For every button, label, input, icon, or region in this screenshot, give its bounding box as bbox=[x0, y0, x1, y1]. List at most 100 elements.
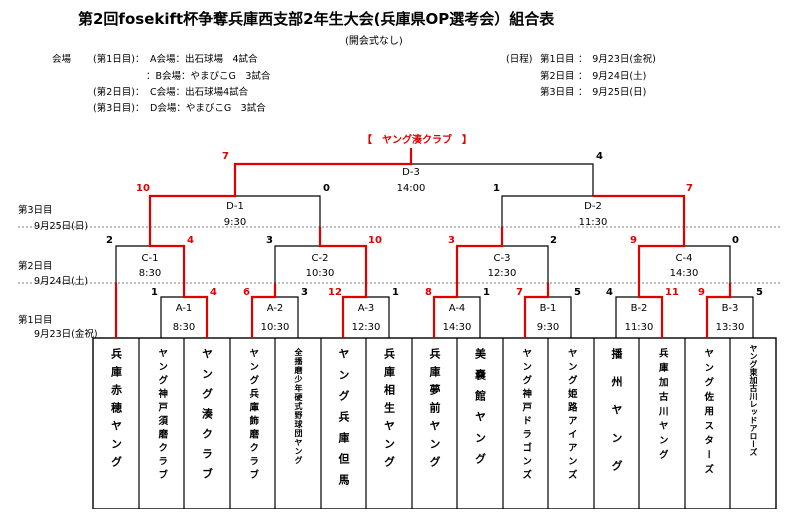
day3-date: 9月25日(日) bbox=[34, 221, 89, 232]
team-name-11: ヤング姫路アイアンズ bbox=[565, 348, 577, 483]
venue-text-3: C会場：出石球場4試合 bbox=[150, 87, 249, 98]
score-c4-right: 0 bbox=[732, 235, 739, 246]
schedule-day-3: 第3日目 bbox=[540, 87, 575, 98]
schedule-day-2: 第2日目 bbox=[540, 71, 575, 82]
day2-label: 第2日目 bbox=[18, 261, 53, 272]
score-c1-left: 2 bbox=[106, 235, 113, 246]
team-cell-7: 兵庫相生ヤング bbox=[366, 338, 412, 519]
match-code-a3: A-3 bbox=[357, 303, 375, 314]
score-d1-left: 10 bbox=[136, 183, 150, 194]
match-code-b3: B-3 bbox=[721, 303, 739, 314]
match-code-c1: C-1 bbox=[141, 253, 159, 264]
match-time-b2: 11:30 bbox=[624, 322, 654, 333]
score-b1-right: 5 bbox=[574, 287, 581, 298]
match-time-c4: 14:30 bbox=[669, 268, 699, 279]
team-cell-9: 美嚢館ヤング bbox=[457, 338, 503, 519]
team-name-7: 兵庫相生ヤング bbox=[382, 348, 396, 474]
team-cell-10: ヤング神戸ドラゴンズ bbox=[503, 338, 548, 519]
team-cell-1: 兵庫赤穂ヤング bbox=[93, 338, 139, 519]
match-time-c1: 8:30 bbox=[138, 268, 162, 279]
match-code-a2: A-2 bbox=[266, 303, 284, 314]
score-c2-right: 10 bbox=[368, 235, 382, 246]
match-code-c2: C-2 bbox=[311, 253, 329, 264]
match-time-a2: 10:30 bbox=[260, 322, 290, 333]
score-d3-right: 4 bbox=[596, 151, 603, 162]
venue-day-1: (第1日目)： bbox=[93, 54, 145, 65]
venue-day-3: (第2日目)： bbox=[93, 87, 145, 98]
match-code-d2: D-2 bbox=[584, 201, 602, 212]
team-name-2: ヤング神戸須磨クラブ bbox=[156, 348, 168, 483]
schedule-day-1: 第1日目 bbox=[540, 54, 575, 65]
team-name-14: ヤング佐用スターズ bbox=[702, 348, 714, 479]
team-cell-5: 全播磨少年硬式野球団ヤング bbox=[275, 338, 321, 519]
score-a1-left: 1 bbox=[151, 287, 158, 298]
score-b2-right: 11 bbox=[665, 287, 679, 298]
team-name-10: ヤング神戸ドラゴンズ bbox=[520, 348, 532, 483]
team-name-9: 美嚢館ヤング bbox=[473, 348, 487, 474]
score-c3-right: 2 bbox=[550, 235, 557, 246]
team-name-12: 播州ヤング bbox=[610, 348, 623, 488]
team-cell-12: 播州ヤング bbox=[594, 338, 639, 519]
venues-label: 会場 bbox=[52, 54, 72, 65]
day1-label: 第1日目 bbox=[18, 315, 53, 326]
team-name-3: ヤング湊クラブ bbox=[200, 348, 214, 488]
team-name-1: 兵庫赤穂ヤング bbox=[109, 348, 123, 474]
score-b3-left: 9 bbox=[698, 287, 705, 298]
team-cell-14: ヤング佐用スターズ bbox=[685, 338, 730, 519]
team-cell-2: ヤング神戸須磨クラブ bbox=[139, 338, 184, 519]
score-c1-right: 4 bbox=[187, 235, 194, 246]
score-a2-left: 6 bbox=[243, 287, 250, 298]
team-cell-4: ヤング兵庫飾磨クラブ bbox=[230, 338, 275, 519]
score-b1-left: 7 bbox=[516, 287, 523, 298]
schedule-label: (日程) bbox=[506, 54, 533, 65]
team-cell-15: ヤング東加古川レッドアローズ bbox=[730, 338, 776, 515]
match-code-a1: A-1 bbox=[175, 303, 193, 314]
team-cell-8: 兵庫夢前ヤング bbox=[412, 338, 457, 519]
match-time-b3: 13:30 bbox=[715, 322, 745, 333]
team-cell-6: ヤング兵庫但馬 bbox=[321, 338, 366, 519]
match-time-d2: 11:30 bbox=[578, 217, 608, 228]
day1-date: 9月23日(金祝) bbox=[34, 329, 98, 340]
match-code-d3: D-3 bbox=[402, 167, 420, 178]
score-d3-left: 7 bbox=[222, 151, 229, 162]
team-name-5: 全播磨少年硬式野球団ヤング bbox=[294, 348, 303, 465]
page-title: 第2回fosekift杯争奪兵庫西支部2年生大会(兵庫県OP選考会）組合表 bbox=[78, 10, 555, 28]
score-d2-right: 7 bbox=[686, 183, 693, 194]
match-time-a3: 12:30 bbox=[351, 322, 381, 333]
schedule-date-2: ： 9月24日(土) bbox=[578, 71, 647, 82]
champion-label: 【 ヤング湊クラブ 】 bbox=[362, 135, 472, 146]
match-time-b1: 9:30 bbox=[536, 322, 560, 333]
team-name-6: ヤング兵庫但馬 bbox=[337, 348, 350, 495]
score-a4-right: 1 bbox=[483, 287, 490, 298]
venue-text-1: A会場：出石球場 4試合 bbox=[150, 54, 258, 65]
score-a3-right: 1 bbox=[392, 287, 399, 298]
team-cell-3: ヤング湊クラブ bbox=[184, 338, 230, 519]
team-cell-13: 兵庫加古川ヤング bbox=[639, 338, 685, 519]
score-d2-left: 1 bbox=[493, 183, 500, 194]
score-b3-right: 5 bbox=[756, 287, 763, 298]
match-time-c2: 10:30 bbox=[305, 268, 335, 279]
match-time-c3: 12:30 bbox=[487, 268, 517, 279]
team-name-13: 兵庫加古川ヤング bbox=[656, 348, 668, 464]
venue-text-4: D会場：やまびこG 3試合 bbox=[150, 103, 266, 114]
venue-day-4: (第3日目)： bbox=[93, 103, 145, 114]
team-name-8: 兵庫夢前ヤング bbox=[428, 348, 441, 474]
match-time-d3: 14:00 bbox=[396, 183, 426, 194]
venue-text-2: ：B会場：やまびこG 3試合 bbox=[146, 71, 271, 82]
match-time-a1: 8:30 bbox=[172, 322, 196, 333]
score-b2-left: 4 bbox=[606, 287, 613, 298]
match-time-d1: 9:30 bbox=[223, 217, 247, 228]
score-a4-left: 8 bbox=[425, 287, 432, 298]
team-name-4: ヤング兵庫飾磨クラブ bbox=[247, 348, 259, 483]
score-c2-left: 3 bbox=[266, 235, 273, 246]
match-time-a4: 14:30 bbox=[442, 322, 472, 333]
day2-date: 9月24日(土) bbox=[34, 276, 89, 287]
score-a2-right: 3 bbox=[301, 287, 308, 298]
match-code-c3: C-3 bbox=[493, 253, 511, 264]
team-cell-11: ヤング姫路アイアンズ bbox=[548, 338, 594, 519]
match-code-b1: B-1 bbox=[539, 303, 557, 314]
match-code-b2: B-2 bbox=[630, 303, 648, 314]
match-code-a4: A-4 bbox=[448, 303, 466, 314]
match-code-c4: C-4 bbox=[675, 253, 693, 264]
